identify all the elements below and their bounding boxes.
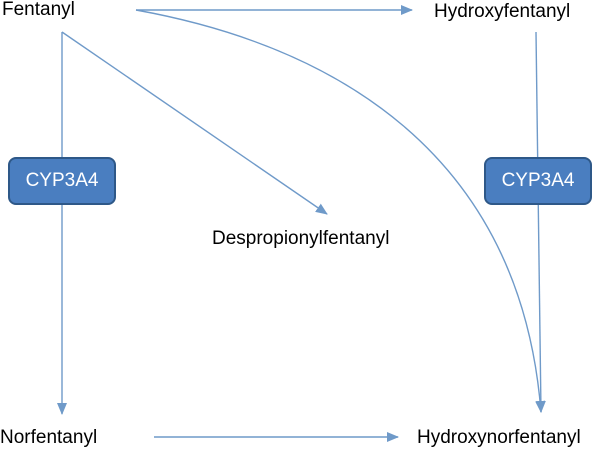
enzyme-box-right: CYP3A4 xyxy=(484,157,592,205)
node-norfentanyl: Norfentanyl xyxy=(0,427,98,448)
node-hydroxynorfentanyl: Hydroxynorfentanyl xyxy=(417,427,581,448)
arrow-fentanyl-to-despropionylfentanyl xyxy=(61,31,328,215)
node-hydroxyfentanyl: Hydroxyfentanyl xyxy=(434,1,571,22)
node-despropionylfentanyl: Despropionylfentanyl xyxy=(212,228,390,249)
arrow-hydroxyfentanyl-to-hydroxynorfentanyl xyxy=(535,31,546,413)
enzyme-box-left: CYP3A4 xyxy=(8,157,116,205)
arrow-fentanyl-to-hydroxynorfentanyl xyxy=(135,9,546,413)
node-fentanyl: Fentanyl xyxy=(2,0,75,20)
